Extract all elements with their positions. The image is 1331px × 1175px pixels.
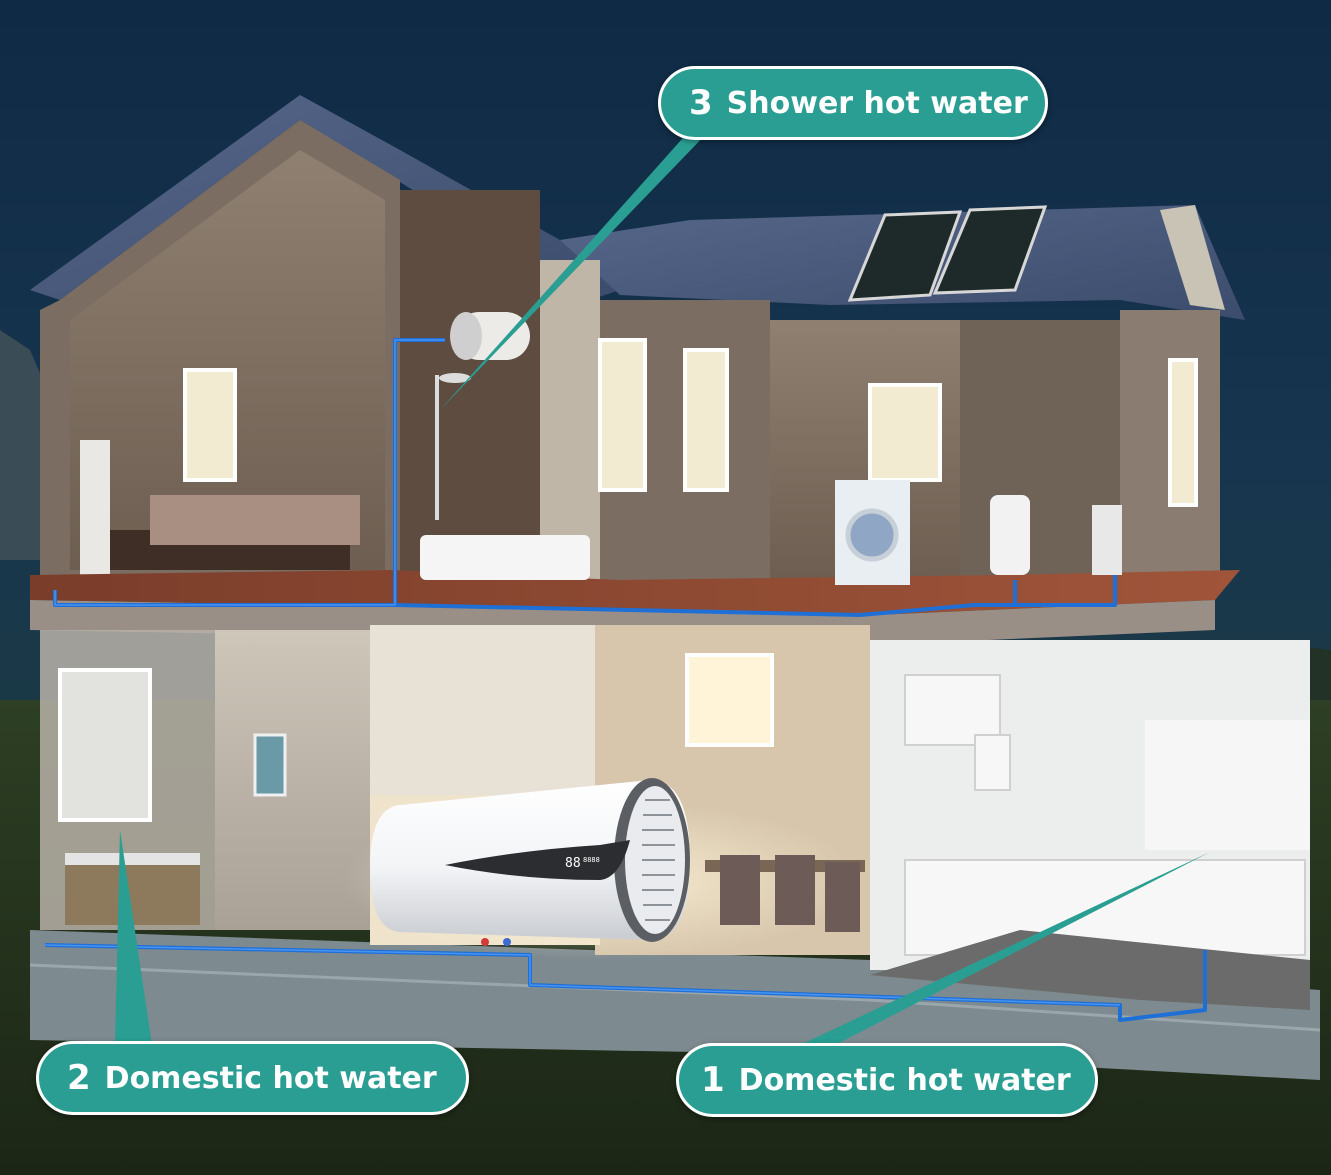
hot-outlet-valve — [481, 938, 489, 946]
leader-line-3 — [440, 130, 710, 410]
callout-leaders — [115, 130, 1210, 1045]
pipe-glow — [44, 339, 1121, 1006]
upper-windows — [183, 338, 1198, 507]
wall-picture — [253, 733, 287, 797]
heater-display-digits: 88 — [565, 856, 581, 871]
wall-mounted-water-heater-upper — [450, 312, 530, 360]
toilet — [990, 495, 1030, 575]
callout-label: Domestic hot water — [738, 1062, 1071, 1098]
bedroom-furniture — [80, 440, 360, 575]
cold-inlet-valve — [503, 938, 511, 946]
dining-set — [705, 855, 865, 932]
lower-cabinet-wall — [370, 625, 600, 795]
leader-line-2 — [115, 830, 152, 1045]
callout-label: Shower hot water — [726, 85, 1028, 121]
water-heater-tank: 88 8888 — [370, 778, 690, 946]
leader-line-1 — [800, 852, 1210, 1045]
kitchen-floor — [870, 930, 1310, 1010]
heater-display-panel — [445, 840, 630, 880]
callout-shower-hot-water: 3 Shower hot water — [658, 66, 1048, 140]
heater-display-digits-small: 8888 — [583, 856, 600, 864]
callout-label: Domestic hot water — [104, 1060, 437, 1096]
callout-number: 2 — [67, 1058, 91, 1098]
callout-domestic-hot-water-2: 2 Domestic hot water — [36, 1041, 469, 1115]
lower-windows — [58, 653, 774, 822]
callout-number: 3 — [689, 83, 713, 123]
wash-basin — [1092, 505, 1122, 575]
kitchen-cabinets — [904, 674, 1306, 956]
callout-number: 1 — [701, 1060, 725, 1100]
callout-domestic-hot-water-1: 1 Domestic hot water — [676, 1043, 1098, 1117]
upper-bath-wall — [400, 190, 540, 580]
bathtub — [420, 535, 590, 580]
washing-machine — [835, 480, 910, 585]
solar-panels — [847, 205, 1048, 302]
right-roof-ridge — [1160, 205, 1225, 310]
